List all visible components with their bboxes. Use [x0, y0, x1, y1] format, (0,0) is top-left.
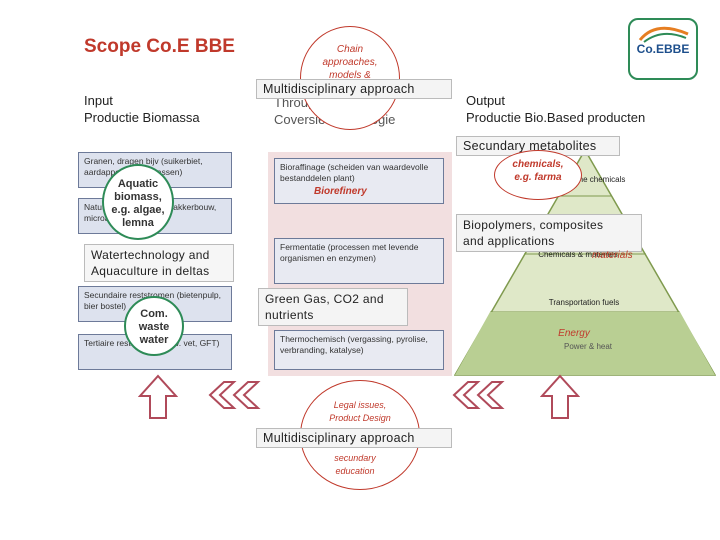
- pyramid-label-energy: Energy: [558, 328, 590, 339]
- chain-line-3: models &: [329, 70, 371, 81]
- chevron-left-icon: [208, 381, 261, 409]
- aquatic-line-2: biomass,: [114, 191, 162, 203]
- pyramid-label-transport-fuels: Transportation fuels: [548, 298, 620, 307]
- pyramid-label-power-heat: Power & heat: [563, 342, 613, 351]
- chain-approaches-bubble: Chain approaches, models & marketing: [300, 26, 400, 130]
- up-arrow-left-icon: [138, 374, 178, 419]
- waste-line-3: water: [139, 334, 169, 346]
- output-subtitle: Productie Bio.Based producten: [466, 110, 646, 125]
- water-tech-line-1: Watertechnology and: [91, 248, 210, 262]
- chemicals-bubble: chemicals, e.g. farma: [494, 150, 582, 200]
- logo-label: Co.EBBE: [636, 42, 690, 56]
- input-header: Input Productie Biomassa: [84, 92, 200, 126]
- aquatic-line-4: lemna: [122, 217, 154, 229]
- output-title: Output: [466, 93, 506, 108]
- secundary-education-line-2: education: [335, 466, 375, 476]
- logo-swirl-icon: [638, 26, 689, 43]
- waste-water-bubble: Com. waste water: [124, 296, 184, 356]
- multidisciplinary-bottom-banner: Multidisciplinary approach: [256, 428, 452, 448]
- aquatic-biomass-bubble: Aquatic biomass, e.g. algae, lemna: [102, 164, 174, 240]
- waste-line-1: Com.: [140, 308, 168, 320]
- green-gas-banner: Green Gas, CO2 and nutrients: [258, 288, 408, 326]
- chain-line-1: Chain: [336, 44, 364, 55]
- up-arrow-right-icon: [540, 374, 580, 419]
- input-subtitle: Productie Biomassa: [84, 110, 200, 125]
- chain-line-2: approaches,: [322, 57, 378, 68]
- green-gas-line-1: Green Gas, CO2 and: [265, 292, 384, 306]
- legal-line-2: Product Design: [329, 413, 391, 423]
- biopolymers-banner: Biopolymers, composites and applications: [456, 214, 642, 252]
- legal-line-1: Legal issues,: [333, 400, 387, 410]
- output-pyramid: [454, 150, 716, 376]
- center-box-fermentation: Fermentatie (processen met levende organ…: [274, 238, 444, 284]
- pyramid-label-bulk-chemicals: Chemicals & materials: [538, 250, 618, 259]
- multidisciplinary-top-banner: Multidisciplinary approach: [256, 79, 452, 99]
- green-gas-line-2: nutrients: [265, 308, 314, 322]
- chevron-left-icon-2: [452, 381, 505, 409]
- output-header: Output Productie Bio.Based producten: [466, 92, 645, 126]
- aquatic-line-1: Aquatic: [117, 178, 159, 190]
- pyramid-label-fine-chemicals: Food & fine chemicals: [546, 175, 626, 184]
- water-tech-line-2: Aquaculture in deltas: [91, 264, 210, 278]
- page-title: Scope Co.E BBE: [84, 36, 235, 57]
- center-box-thermochemical: Thermochemisch (vergassing, pyrolise, ve…: [274, 330, 444, 370]
- chemicals-line-2: e.g. farma: [514, 172, 562, 183]
- coebbe-logo: Co.EBBE: [628, 18, 698, 80]
- secundary-metabolites-banner: Secundary metabolites: [456, 136, 620, 156]
- input-title: Input: [84, 93, 113, 108]
- waste-line-2: waste: [138, 321, 170, 333]
- aquatic-line-3: e.g. algae,: [111, 204, 165, 216]
- chemicals-line-1: chemicals,: [512, 159, 564, 170]
- biorefinery-label: Biorefinery: [314, 186, 367, 197]
- center-box-biorefinery: Bioraffinage (scheiden van waardevolle b…: [274, 158, 444, 204]
- pyramid-base: [455, 312, 715, 375]
- materials-label: materials: [592, 250, 633, 261]
- biopolymers-line-1: Biopolymers, composites: [463, 218, 604, 232]
- biopolymers-line-2: and applications: [463, 234, 555, 248]
- secundary-education-line-1: secundary: [334, 453, 376, 463]
- water-tech-banner: Watertechnology and Aquaculture in delta…: [84, 244, 234, 282]
- secundary-education-label: secundary education: [260, 452, 450, 478]
